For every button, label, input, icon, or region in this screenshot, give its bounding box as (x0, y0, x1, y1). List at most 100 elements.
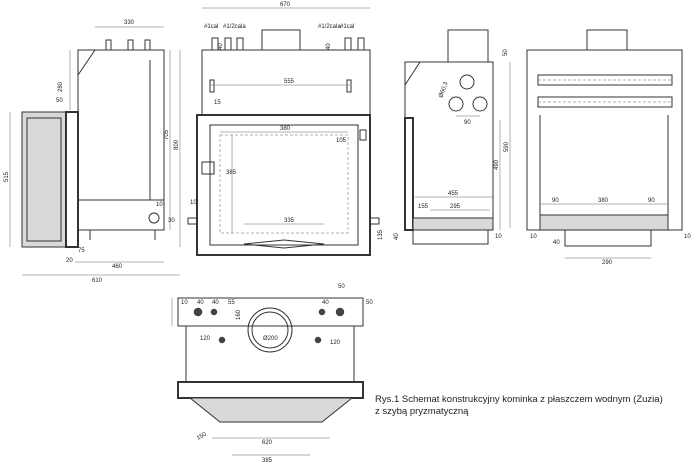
top-front-width-label: 620 (262, 440, 273, 446)
front-side-slot-right (346, 79, 352, 93)
top-chimney-outer (247, 307, 293, 353)
rside-bottom-a-label: 10 (495, 234, 502, 240)
side-connector-3 (144, 39, 151, 51)
side-view: 330 280 705 800 515 50 10 30 75 20 460 6… (4, 20, 181, 284)
back-ash-box (564, 229, 652, 247)
top-chimney-inner (251, 311, 289, 349)
side-dim-upper-label: 280 (58, 81, 64, 92)
side-dim-lower-a-label: 30 (168, 218, 175, 224)
rside-circle-top (459, 74, 475, 90)
rside-d-c-label: 155 (418, 204, 429, 210)
back-side-right-label: 10 (684, 234, 691, 240)
rside-base-plate (412, 217, 494, 231)
front-bottom-label: 135 (378, 229, 384, 240)
side-dim-pipe-label: 10 (156, 202, 163, 208)
side-dim-top-label: 330 (124, 20, 135, 26)
back-base-label: 290 (602, 260, 613, 266)
front-side-slot-left (209, 79, 215, 93)
side-dim-outer-label: 515 (4, 171, 10, 182)
rside-front-frame (404, 117, 414, 231)
rside-d-a-label: 455 (448, 191, 459, 197)
back-left-label: 90 (552, 198, 559, 204)
rside-circle-left (448, 96, 464, 112)
rside-bottom-b-label: 40 (394, 233, 400, 240)
back-base-plate (539, 214, 669, 231)
top-connector-5 (218, 336, 226, 344)
side-front-inner (26, 117, 62, 242)
top-front-a-label: 150 (196, 431, 208, 442)
back-bottom-label: 40 (553, 240, 560, 246)
front-glass-outline (219, 134, 349, 234)
top-front-bottom-label: 385 (262, 458, 273, 464)
front-handle-label: 105 (336, 138, 347, 144)
top-front-frame (177, 381, 364, 399)
rside-h-b-label: 490 (494, 159, 500, 170)
front-dim-width-label: 670 (280, 2, 291, 8)
front-connector-5 (357, 37, 365, 51)
top-left-c-label: 40 (212, 300, 219, 306)
front-chimney (261, 29, 301, 51)
front-view: 670 #1cal #1/2cala #1/2cala #1cal 40 40 … (187, 2, 384, 256)
side-front-frame (65, 111, 79, 248)
top-body (185, 325, 355, 383)
rside-circle-right (472, 96, 488, 112)
top-connector-4 (335, 307, 345, 317)
top-connector-1 (193, 307, 203, 317)
front-gap-1-label: 40 (218, 43, 224, 50)
rside-h-a-label: 590 (504, 141, 510, 152)
top-left-d-label: 55 (228, 300, 235, 306)
rside-gap-label: 90 (464, 120, 471, 126)
side-dim-lower-b-label: 75 (78, 248, 85, 254)
top-left-offset-label: 120 (200, 336, 211, 342)
front-conn-3-label: #1/2cala (318, 24, 341, 30)
front-grate (243, 239, 325, 249)
side-connector-1 (105, 39, 112, 51)
front-door-height-label: 385 (226, 170, 237, 176)
rside-chimney (447, 29, 489, 63)
top-right-c-label: 50 (366, 300, 373, 306)
caption-line-1: Rys.1 Schemat konstrukcyjny kominka z pł… (375, 394, 663, 405)
side-dim-base-label: 20 (66, 258, 73, 264)
front-side-pipe-label: 10 (190, 200, 197, 206)
top-left-a-label: 10 (181, 300, 188, 306)
rside-ash-box (412, 229, 489, 245)
front-connector-3 (236, 37, 244, 51)
rside-d-b-label: 295 (450, 204, 461, 210)
top-right-a-label: 40 (322, 300, 329, 306)
top-prism-glass (188, 397, 354, 423)
right-side-view: 50 Ø60,3 90 590 490 455 295 155 10 40 (394, 29, 511, 245)
side-dim-overall-label: 610 (92, 278, 103, 284)
front-gap-2-label: 40 (326, 43, 332, 50)
side-front-panel (21, 111, 67, 248)
front-hinge (359, 129, 367, 141)
front-door-width-label: 380 (280, 126, 291, 132)
front-connector-4 (344, 37, 352, 51)
side-body (77, 49, 165, 231)
front-conn-4-label: #1cal (340, 24, 354, 30)
rside-top-label: 50 (503, 49, 509, 56)
front-door-inner (209, 124, 359, 246)
top-connector-3 (318, 308, 326, 316)
rside-top-slope (404, 61, 493, 86)
front-side-pipe (187, 217, 198, 225)
top-connector-6 (314, 336, 322, 344)
side-pipe-circle (148, 212, 160, 224)
front-conn-2-label: #1/2cala (223, 24, 246, 30)
side-dim-total-label: 800 (174, 139, 180, 150)
top-depth-label: 160 (236, 309, 242, 320)
side-dim-mid-label: 705 (164, 129, 170, 140)
side-connector-2 (127, 39, 134, 51)
front-offset-label: 15 (214, 100, 221, 106)
rside-circle-label: Ø60,3 (438, 81, 449, 99)
back-view: 90 380 90 10 10 40 290 (526, 29, 691, 266)
top-view: 10 40 40 55 160 120 Ø200 120 40 50 50 15… (171, 284, 373, 464)
back-right-label: 90 (648, 198, 655, 204)
front-grate-label: 335 (284, 218, 295, 224)
front-door-frame (196, 114, 371, 256)
front-conn-1-label: #1cal (204, 24, 218, 30)
side-dim-depth-label: 460 (112, 264, 123, 270)
top-left-b-label: 40 (197, 300, 204, 306)
back-chimney (586, 29, 628, 51)
